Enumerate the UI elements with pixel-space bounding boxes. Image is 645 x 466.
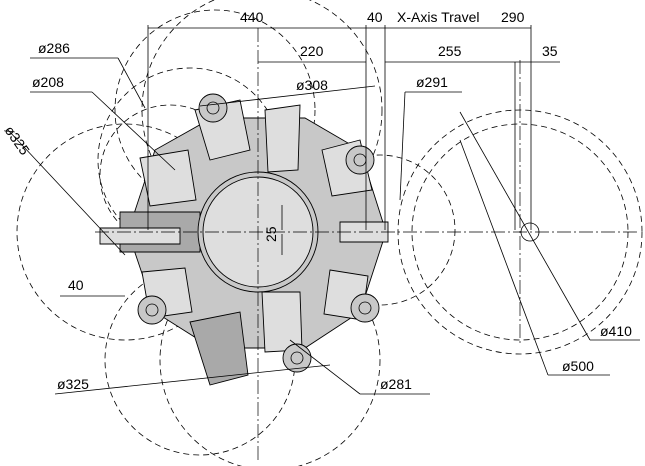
tool-disk-lower-left-inner	[145, 303, 159, 317]
leader-208-diag	[91, 91, 176, 171]
label-dia-208: ø208	[32, 74, 64, 90]
label-dia-325-left: ø325	[2, 123, 34, 158]
tool-disk-right	[345, 145, 375, 175]
label-x-axis-travel: X-Axis Travel	[397, 9, 479, 25]
label-440: 440	[240, 9, 264, 25]
label-dia-281: ø281	[380, 376, 412, 392]
label-220: 220	[300, 43, 324, 59]
tool-disk-lower-right	[350, 293, 380, 323]
leader-308	[199, 85, 376, 107]
tool-station-upper-left	[139, 149, 197, 207]
leader-325-left	[7, 129, 126, 256]
tool-station-bottom	[261, 291, 303, 353]
centerlines	[95, 28, 640, 460]
tool-disk-top	[198, 93, 228, 123]
swing-circle-top-inner	[114, 9, 316, 211]
tool-station-top-right	[264, 104, 301, 173]
label-dia-325-bottom: ø325	[57, 376, 89, 392]
leader-410	[459, 111, 591, 341]
tool-disk-lower-right-inner	[358, 301, 372, 315]
leader-500	[459, 139, 549, 376]
tool-disk-lower-left	[137, 295, 167, 325]
leader-281	[289, 339, 361, 395]
swing-circle-top	[141, 0, 383, 231]
label-dia-286: ø286	[38, 40, 70, 56]
tool-disk-top-inner	[206, 101, 220, 115]
leader-286-diag	[117, 57, 146, 109]
tool-disk-bottom-inner	[290, 351, 304, 365]
label-255: 255	[438, 43, 462, 59]
label-290: 290	[501, 9, 525, 25]
leader-291-diag	[399, 91, 406, 201]
label-25: 25	[263, 226, 279, 242]
label-dia-291: ø291	[416, 74, 448, 90]
leader-lines	[7, 57, 640, 395]
turret	[99, 93, 540, 386]
tool-station-bottom-left	[189, 311, 249, 386]
label-dia-410: ø410	[600, 323, 632, 339]
swing-circle-bottom	[159, 249, 381, 466]
label-dia-500: ø500	[562, 358, 594, 374]
leader-325-bottom	[54, 364, 331, 395]
top-dimensions	[147, 25, 560, 230]
label-35: 35	[542, 43, 558, 59]
label-40-left: 40	[68, 277, 84, 293]
label-dia-308: ø308	[296, 77, 328, 93]
dimension-labels: 440 40 X-Axis Travel 290 220 255 35 ø286…	[2, 9, 633, 392]
label-40-top: 40	[367, 9, 383, 25]
live-tools	[137, 93, 540, 373]
